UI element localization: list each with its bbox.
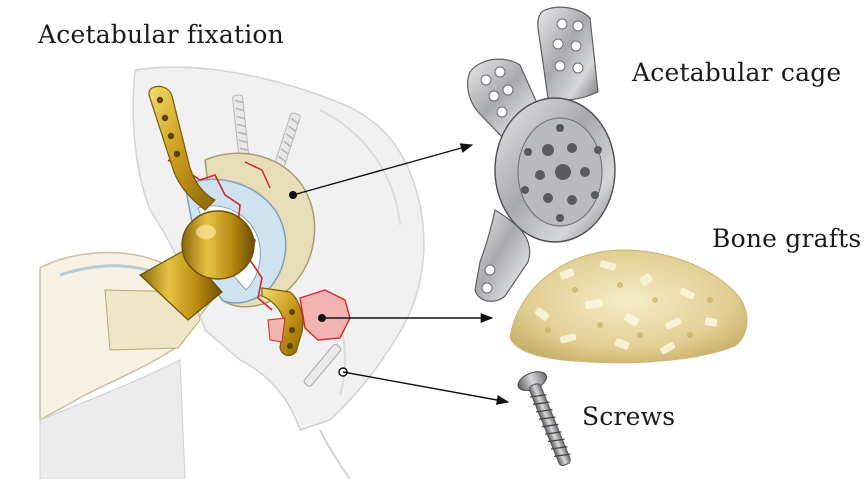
- bone-grafts-label: Bone grafts: [712, 224, 861, 253]
- screws-label: Screws: [582, 402, 675, 431]
- hip-illustration: [40, 67, 424, 479]
- acetabular-cage-label: Acetabular cage: [632, 58, 841, 87]
- figure-title: Acetabular fixation: [38, 20, 284, 49]
- femoral-head: [182, 211, 254, 279]
- screw-image: [515, 368, 580, 470]
- screw-arrow: [343, 372, 508, 402]
- bone-grafts-image: [510, 250, 747, 363]
